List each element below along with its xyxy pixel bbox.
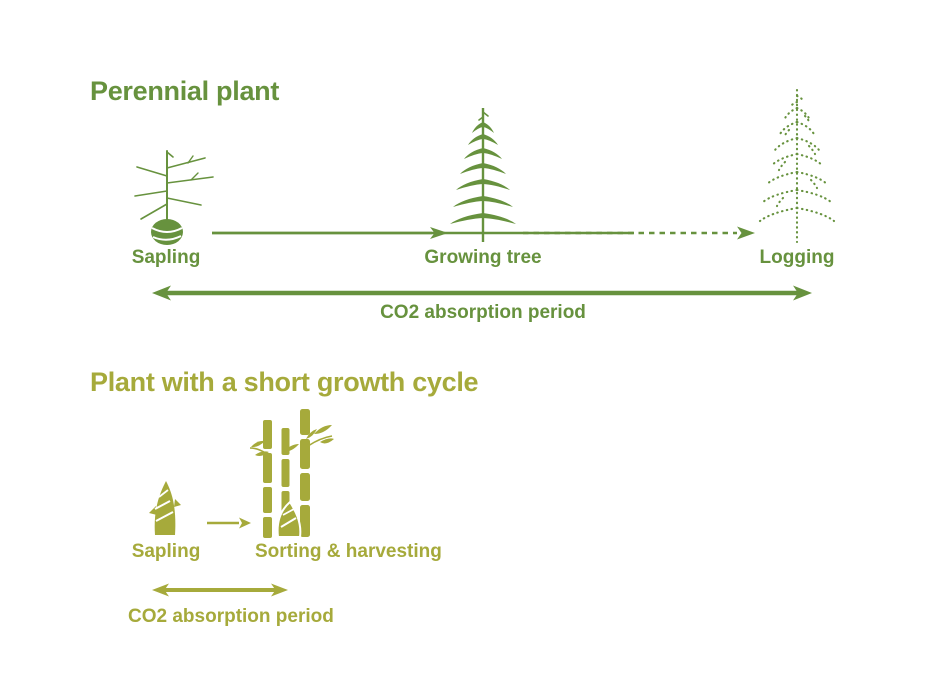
short-cycle-co2-period-label: CO2 absorption period [128, 606, 334, 627]
perennial-co2-period-arrow [152, 285, 812, 301]
sapling-to-growing-arrow [212, 227, 634, 239]
perennial-co2-period-label: CO2 absorption period [380, 302, 586, 323]
short-cycle-stage-label-sapling: Sapling [131, 541, 201, 562]
shoot-to-bamboo-arrow [207, 517, 251, 529]
perennial-stage-label-logging: Logging [759, 247, 835, 268]
perennial-title: Perennial plant [90, 76, 280, 106]
conifer-tree-icon [450, 108, 516, 242]
growing-to-logging-arrow [523, 226, 755, 240]
short-cycle-title: Plant with a short growth cycle [90, 367, 479, 397]
bamboo-shoot-icon [149, 481, 181, 535]
perennial-stage-label-sapling: Sapling [131, 247, 201, 268]
dotted-conifer-icon [758, 88, 836, 244]
sapling-twig-icon [134, 150, 214, 245]
perennial-stage-label-growing-tree: Growing tree [424, 247, 542, 268]
bamboo-stalks-icon [249, 409, 334, 538]
short-cycle-co2-period-arrow [152, 583, 288, 597]
short-cycle-stage-label-sorting: Sorting & harvesting [255, 541, 442, 562]
